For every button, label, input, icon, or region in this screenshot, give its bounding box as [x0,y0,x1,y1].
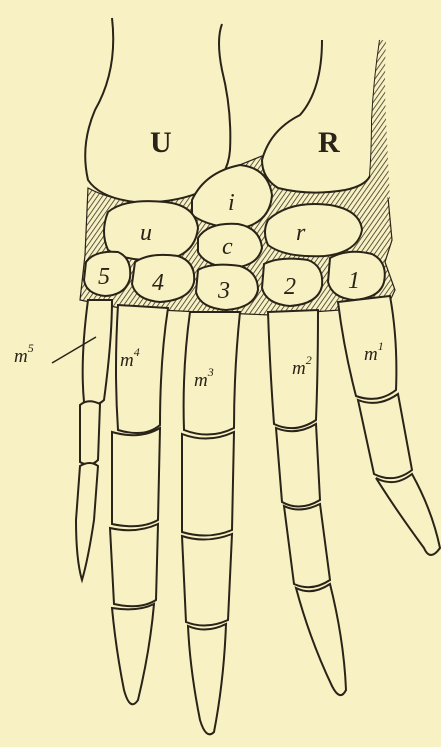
label-intermedium: i [228,190,235,216]
label-radius: R [318,126,340,159]
label-metacarpal-5: m5 [14,341,34,367]
label-ulna: U [150,126,172,159]
digit-4 [110,305,168,704]
digit-5 [76,300,112,580]
label-centrale: c [222,234,233,260]
radiale-bone [265,204,362,256]
label-carpal-2: 2 [284,274,296,300]
label-carpal-1: 1 [348,268,360,294]
digit-2 [268,310,346,695]
digit-1 [338,296,440,555]
label-radiale: r [296,220,306,246]
label-carpal-3: 3 [217,278,230,304]
label-ulnare: u [140,220,152,246]
label-carpal-4: 4 [152,270,164,296]
label-carpal-5: 5 [98,264,110,290]
radius-bone [262,40,380,193]
ulna-bone [85,18,230,202]
